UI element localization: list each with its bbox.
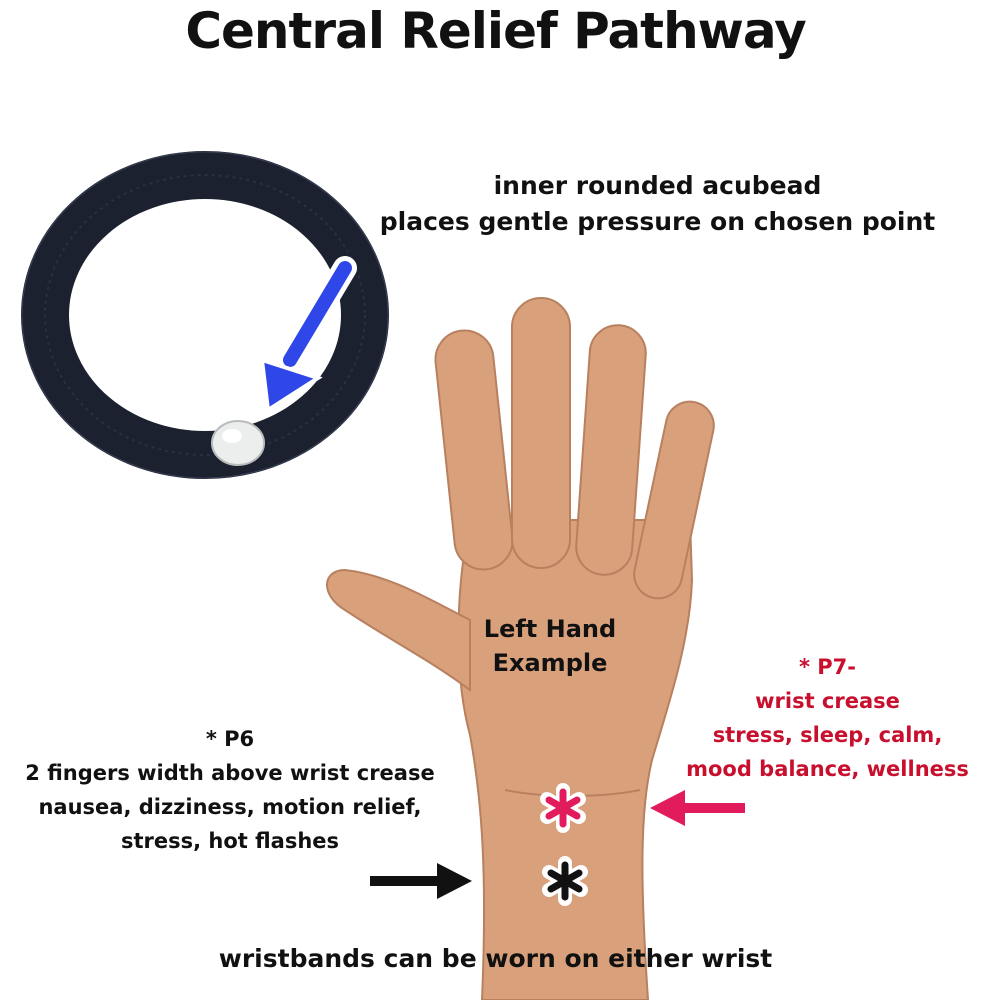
p7-line2: stress, sleep, calm,: [712, 723, 943, 747]
hand-label-line1: Left Hand: [483, 615, 617, 643]
wristband-image: [21, 151, 389, 479]
p7-asterisk-marker: [540, 783, 586, 833]
acubead-caption: inner rounded acubead places gentle pres…: [330, 168, 985, 240]
hand-image: [326, 297, 715, 1000]
hand-label-line2: Example: [492, 649, 608, 677]
p6-line2: nausea, dizziness, motion relief,: [38, 795, 422, 819]
acubead-caption-line2: places gentle pressure on chosen point: [379, 207, 936, 236]
p7-heading: * P7-: [798, 655, 856, 679]
acubead-caption-line1: inner rounded acubead: [493, 171, 822, 200]
p7-arrow: [650, 790, 745, 826]
page-title: Central Relief Pathway: [185, 2, 806, 60]
p6-heading: * P6: [205, 727, 255, 751]
footer-caption: wristbands can be worn on either wrist: [218, 944, 773, 973]
p6-arrow: [370, 863, 472, 899]
p6-asterisk-marker: [542, 856, 588, 906]
p6-line1: 2 fingers width above wrist crease: [25, 761, 435, 785]
acubead-bead: [211, 420, 265, 466]
pointer-arrow-blue: [259, 256, 357, 414]
p6-caption: * P6 2 fingers width above wrist crease …: [0, 722, 460, 858]
p7-line3: mood balance, wellness: [686, 757, 969, 781]
hand-label: Left Hand Example: [455, 612, 645, 680]
p7-caption: * P7- wrist crease stress, sleep, calm, …: [655, 650, 991, 786]
p7-line1: wrist crease: [755, 689, 900, 713]
p6-line3: stress, hot flashes: [120, 829, 340, 853]
